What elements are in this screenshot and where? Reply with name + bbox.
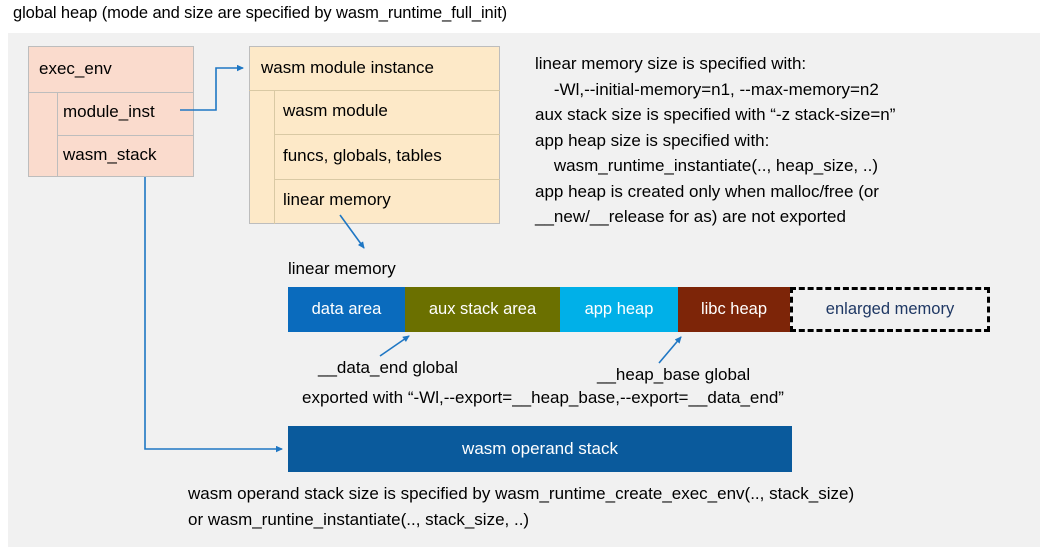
linear-memory-bar: data area aux stack area app heap libc h… bbox=[288, 287, 990, 332]
wmi-indent-divider bbox=[274, 90, 275, 224]
operand-stack-note: wasm operand stack size is specified by … bbox=[188, 484, 855, 529]
linear-memory-caption: linear memory bbox=[288, 259, 396, 278]
linear-memory-notes: linear memory size is specified with: -W… bbox=[535, 54, 896, 226]
exec-env-field-wasm-stack: wasm_stack bbox=[63, 145, 157, 164]
page-title: global heap (mode and size are specified… bbox=[13, 4, 508, 22]
exec-env-header-divider bbox=[28, 92, 194, 93]
memory-segment-libc-heap: libc heap bbox=[678, 287, 790, 332]
annotation-heap-base: __heap_base global bbox=[597, 365, 751, 384]
wmi-row-divider-2 bbox=[274, 179, 500, 180]
exec-env-row-divider bbox=[57, 135, 194, 136]
annotation-data-end: __data_end global bbox=[318, 358, 458, 377]
wmi-header-divider bbox=[249, 90, 500, 91]
memory-segment-enlarged-memory: enlarged memory bbox=[790, 287, 990, 332]
memory-segment-aux-stack-area: aux stack area bbox=[405, 287, 560, 332]
exec-env-field-module-inst: module_inst bbox=[63, 102, 155, 121]
wmi-header-label: wasm module instance bbox=[261, 58, 434, 77]
memory-segment-app-heap: app heap bbox=[560, 287, 678, 332]
wasm-operand-stack-bar: wasm operand stack bbox=[288, 426, 792, 472]
memory-segment-data-area: data area bbox=[288, 287, 405, 332]
wasm-module-instance-box bbox=[249, 46, 500, 224]
exec-env-box bbox=[28, 46, 194, 177]
exec-env-indent-divider bbox=[57, 92, 58, 177]
wmi-field-funcs-globals-tables: funcs, globals, tables bbox=[283, 146, 442, 165]
wmi-row-divider-1 bbox=[274, 134, 500, 135]
annotation-exported-with: exported with “-Wl,--export=__heap_base,… bbox=[302, 388, 784, 407]
wmi-field-linear-memory: linear memory bbox=[283, 190, 391, 209]
exec-env-header-label: exec_env bbox=[39, 59, 112, 78]
wmi-field-wasm-module: wasm module bbox=[283, 101, 388, 120]
